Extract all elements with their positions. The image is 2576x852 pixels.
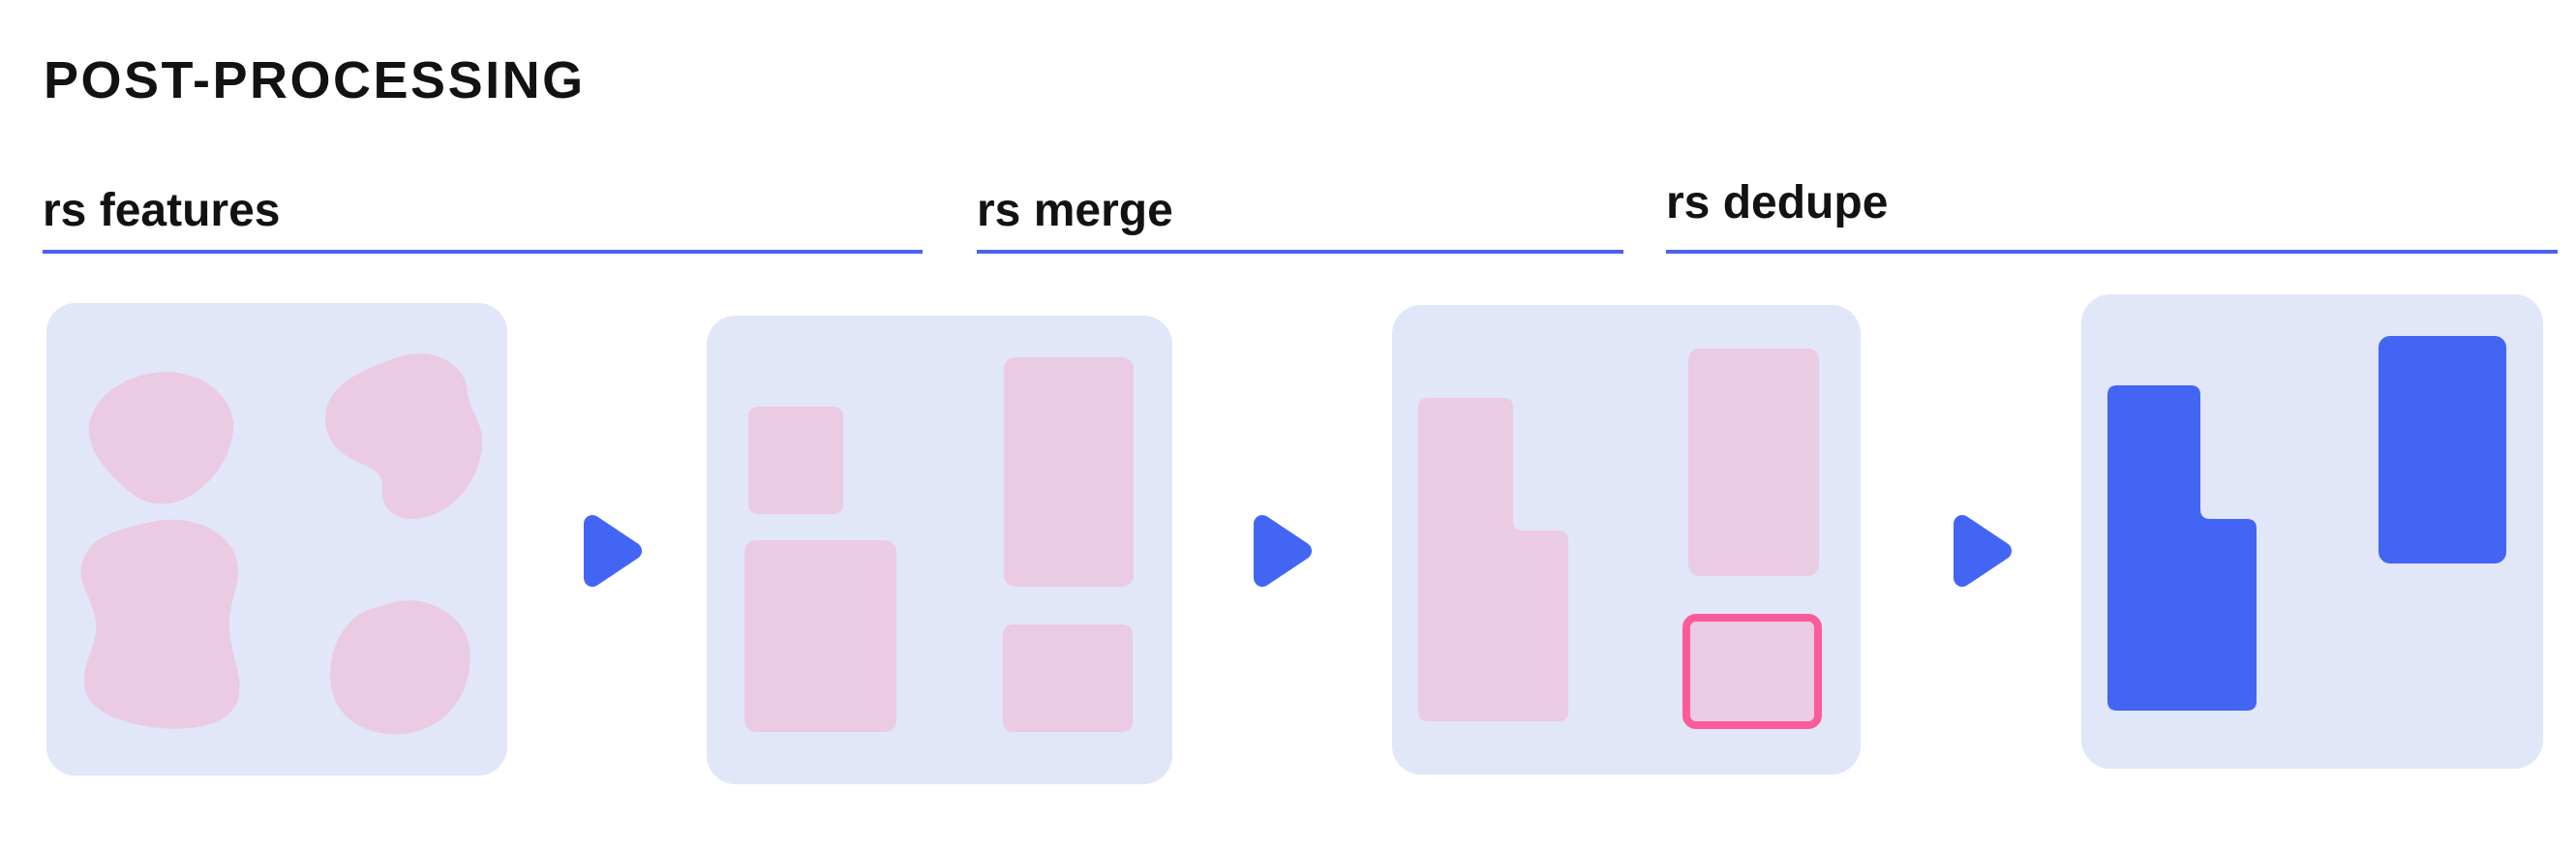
- stage-label-features: rs features: [43, 185, 281, 236]
- merged-rect-tall-top-right: [1004, 357, 1134, 587]
- arrow-right-icon: [1254, 513, 1312, 589]
- merged-l-shape: [1418, 398, 1568, 721]
- stage-header-merge: rs merge: [977, 188, 1623, 254]
- arrow-right-icon: [1954, 513, 2012, 589]
- highlighted-duplicate-rect: [1682, 614, 1822, 729]
- panel-dedupe: [1392, 305, 1861, 775]
- blob-bottom-left: [80, 519, 240, 729]
- arrow-right-icon: [584, 513, 642, 589]
- result-l-shape: [2107, 385, 2257, 711]
- merged-rect-small-top-left: [748, 407, 843, 514]
- page-title: POST-PROCESSING: [44, 51, 586, 109]
- panel-merge: [707, 316, 1172, 784]
- dedupe-rect-tall-top-right: [1688, 349, 1819, 576]
- stage-header-features: rs features: [43, 188, 923, 254]
- result-rect-tall-top-right: [2379, 336, 2506, 563]
- stage-header-dedupe: rs dedupe: [1666, 180, 2558, 254]
- blob-top-left: [88, 372, 234, 504]
- panel-result: [2081, 294, 2543, 769]
- merged-rect-small-bottom-right: [1003, 624, 1133, 732]
- feature-blobs: [80, 353, 483, 735]
- merged-rect-large-bottom-left: [744, 540, 896, 732]
- panel-features: [46, 303, 507, 776]
- blob-bottom-right: [330, 600, 470, 735]
- stage-label-merge: rs merge: [977, 185, 1173, 236]
- blob-top-right: [324, 353, 483, 519]
- stage-label-dedupe: rs dedupe: [1666, 177, 1889, 228]
